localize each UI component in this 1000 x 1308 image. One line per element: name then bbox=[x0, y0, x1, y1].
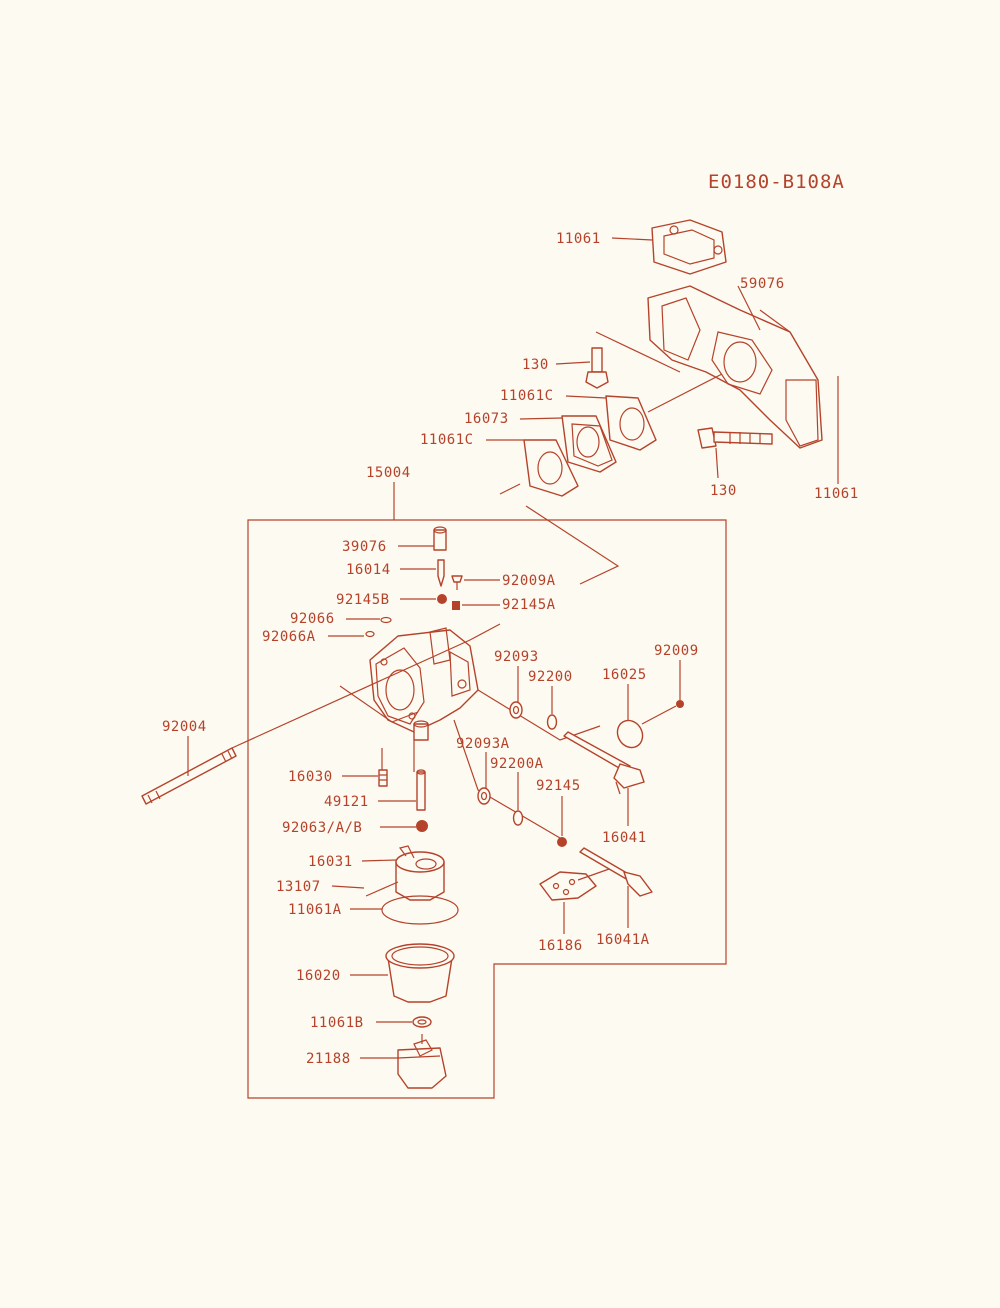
label-92145b: 92145B bbox=[336, 592, 390, 608]
jet-16030[interactable] bbox=[378, 769, 388, 787]
gasket-11061c-lower[interactable] bbox=[523, 439, 579, 497]
label-16186: 16186 bbox=[538, 938, 583, 954]
label-49121: 49121 bbox=[324, 794, 369, 810]
label-130-top: 130 bbox=[522, 357, 549, 373]
bolt-130-top[interactable] bbox=[585, 347, 609, 389]
float-bowl-16020[interactable] bbox=[385, 943, 455, 1003]
oring-92200[interactable] bbox=[546, 714, 558, 730]
label-92004: 92004 bbox=[162, 719, 207, 735]
washer-92093[interactable] bbox=[509, 701, 523, 719]
part-92145a[interactable] bbox=[452, 601, 460, 610]
label-11061-right: 11061 bbox=[814, 486, 859, 502]
part-39076[interactable] bbox=[433, 526, 447, 551]
washer-11061b[interactable] bbox=[412, 1016, 432, 1028]
intake-manifold-59076[interactable] bbox=[647, 285, 823, 449]
washer-92093a[interactable] bbox=[477, 787, 491, 805]
label-13107: 13107 bbox=[276, 879, 321, 895]
gasket-11061-top[interactable] bbox=[651, 219, 727, 275]
screw-92009[interactable] bbox=[676, 700, 684, 708]
label-92093a: 92093A bbox=[456, 736, 510, 752]
label-11061-top: 11061 bbox=[556, 231, 601, 247]
pin-13107[interactable] bbox=[365, 881, 399, 897]
float-16031[interactable] bbox=[395, 845, 445, 901]
label-16030: 16030 bbox=[288, 769, 333, 785]
label-92200a: 92200A bbox=[490, 756, 544, 772]
gasket-11061c-upper[interactable] bbox=[605, 395, 657, 451]
diagram-code: E0180-B108A bbox=[708, 171, 845, 193]
label-16041a: 16041A bbox=[596, 932, 650, 948]
insulator-16073[interactable] bbox=[561, 415, 617, 473]
throttle-plate-16025[interactable] bbox=[613, 716, 648, 752]
label-16025: 16025 bbox=[602, 667, 647, 683]
label-92145a: 92145A bbox=[502, 597, 556, 613]
label-16020: 16020 bbox=[296, 968, 341, 984]
label-21188: 21188 bbox=[306, 1051, 351, 1067]
part-92145b[interactable] bbox=[437, 594, 447, 604]
label-16073: 16073 bbox=[464, 411, 509, 427]
gasket-11061a[interactable] bbox=[381, 895, 459, 925]
label-92093: 92093 bbox=[494, 649, 539, 665]
screw-92009a[interactable] bbox=[451, 575, 463, 590]
label-92009a: 92009A bbox=[502, 573, 556, 589]
label-11061c-upper: 11061C bbox=[500, 388, 554, 404]
label-16031: 16031 bbox=[308, 854, 353, 870]
label-59076: 59076 bbox=[740, 276, 785, 292]
needle-16014[interactable] bbox=[437, 559, 445, 587]
label-11061b: 11061B bbox=[310, 1015, 364, 1031]
label-15004: 15004 bbox=[366, 465, 411, 481]
solenoid-21188[interactable] bbox=[397, 1034, 447, 1089]
part-92145[interactable] bbox=[557, 837, 567, 847]
label-92009: 92009 bbox=[654, 643, 699, 659]
assembly-frame-15004 bbox=[247, 519, 727, 1099]
label-130-bottom: 130 bbox=[710, 483, 737, 499]
carburetor-body[interactable] bbox=[369, 627, 479, 741]
label-11061a: 11061A bbox=[288, 902, 342, 918]
label-39076: 39076 bbox=[342, 539, 387, 555]
part-92063[interactable] bbox=[416, 820, 428, 832]
label-92066: 92066 bbox=[290, 611, 335, 627]
label-16041: 16041 bbox=[602, 830, 647, 846]
stud-92004[interactable] bbox=[141, 747, 237, 805]
oring-92200a[interactable] bbox=[512, 810, 524, 826]
label-92200: 92200 bbox=[528, 669, 573, 685]
tube-49121[interactable] bbox=[416, 769, 426, 811]
throttle-shaft-16041[interactable] bbox=[563, 731, 645, 795]
label-11061c-lower: 11061C bbox=[420, 432, 474, 448]
label-92145: 92145 bbox=[536, 778, 581, 794]
part-92066a[interactable] bbox=[365, 630, 375, 638]
label-92063: 92063/A/B bbox=[282, 820, 362, 836]
bolt-130-bottom[interactable] bbox=[697, 427, 773, 449]
choke-shaft-16041a[interactable] bbox=[579, 847, 653, 897]
part-92066[interactable] bbox=[380, 616, 392, 624]
label-92066a: 92066A bbox=[262, 629, 316, 645]
label-16014: 16014 bbox=[346, 562, 391, 578]
